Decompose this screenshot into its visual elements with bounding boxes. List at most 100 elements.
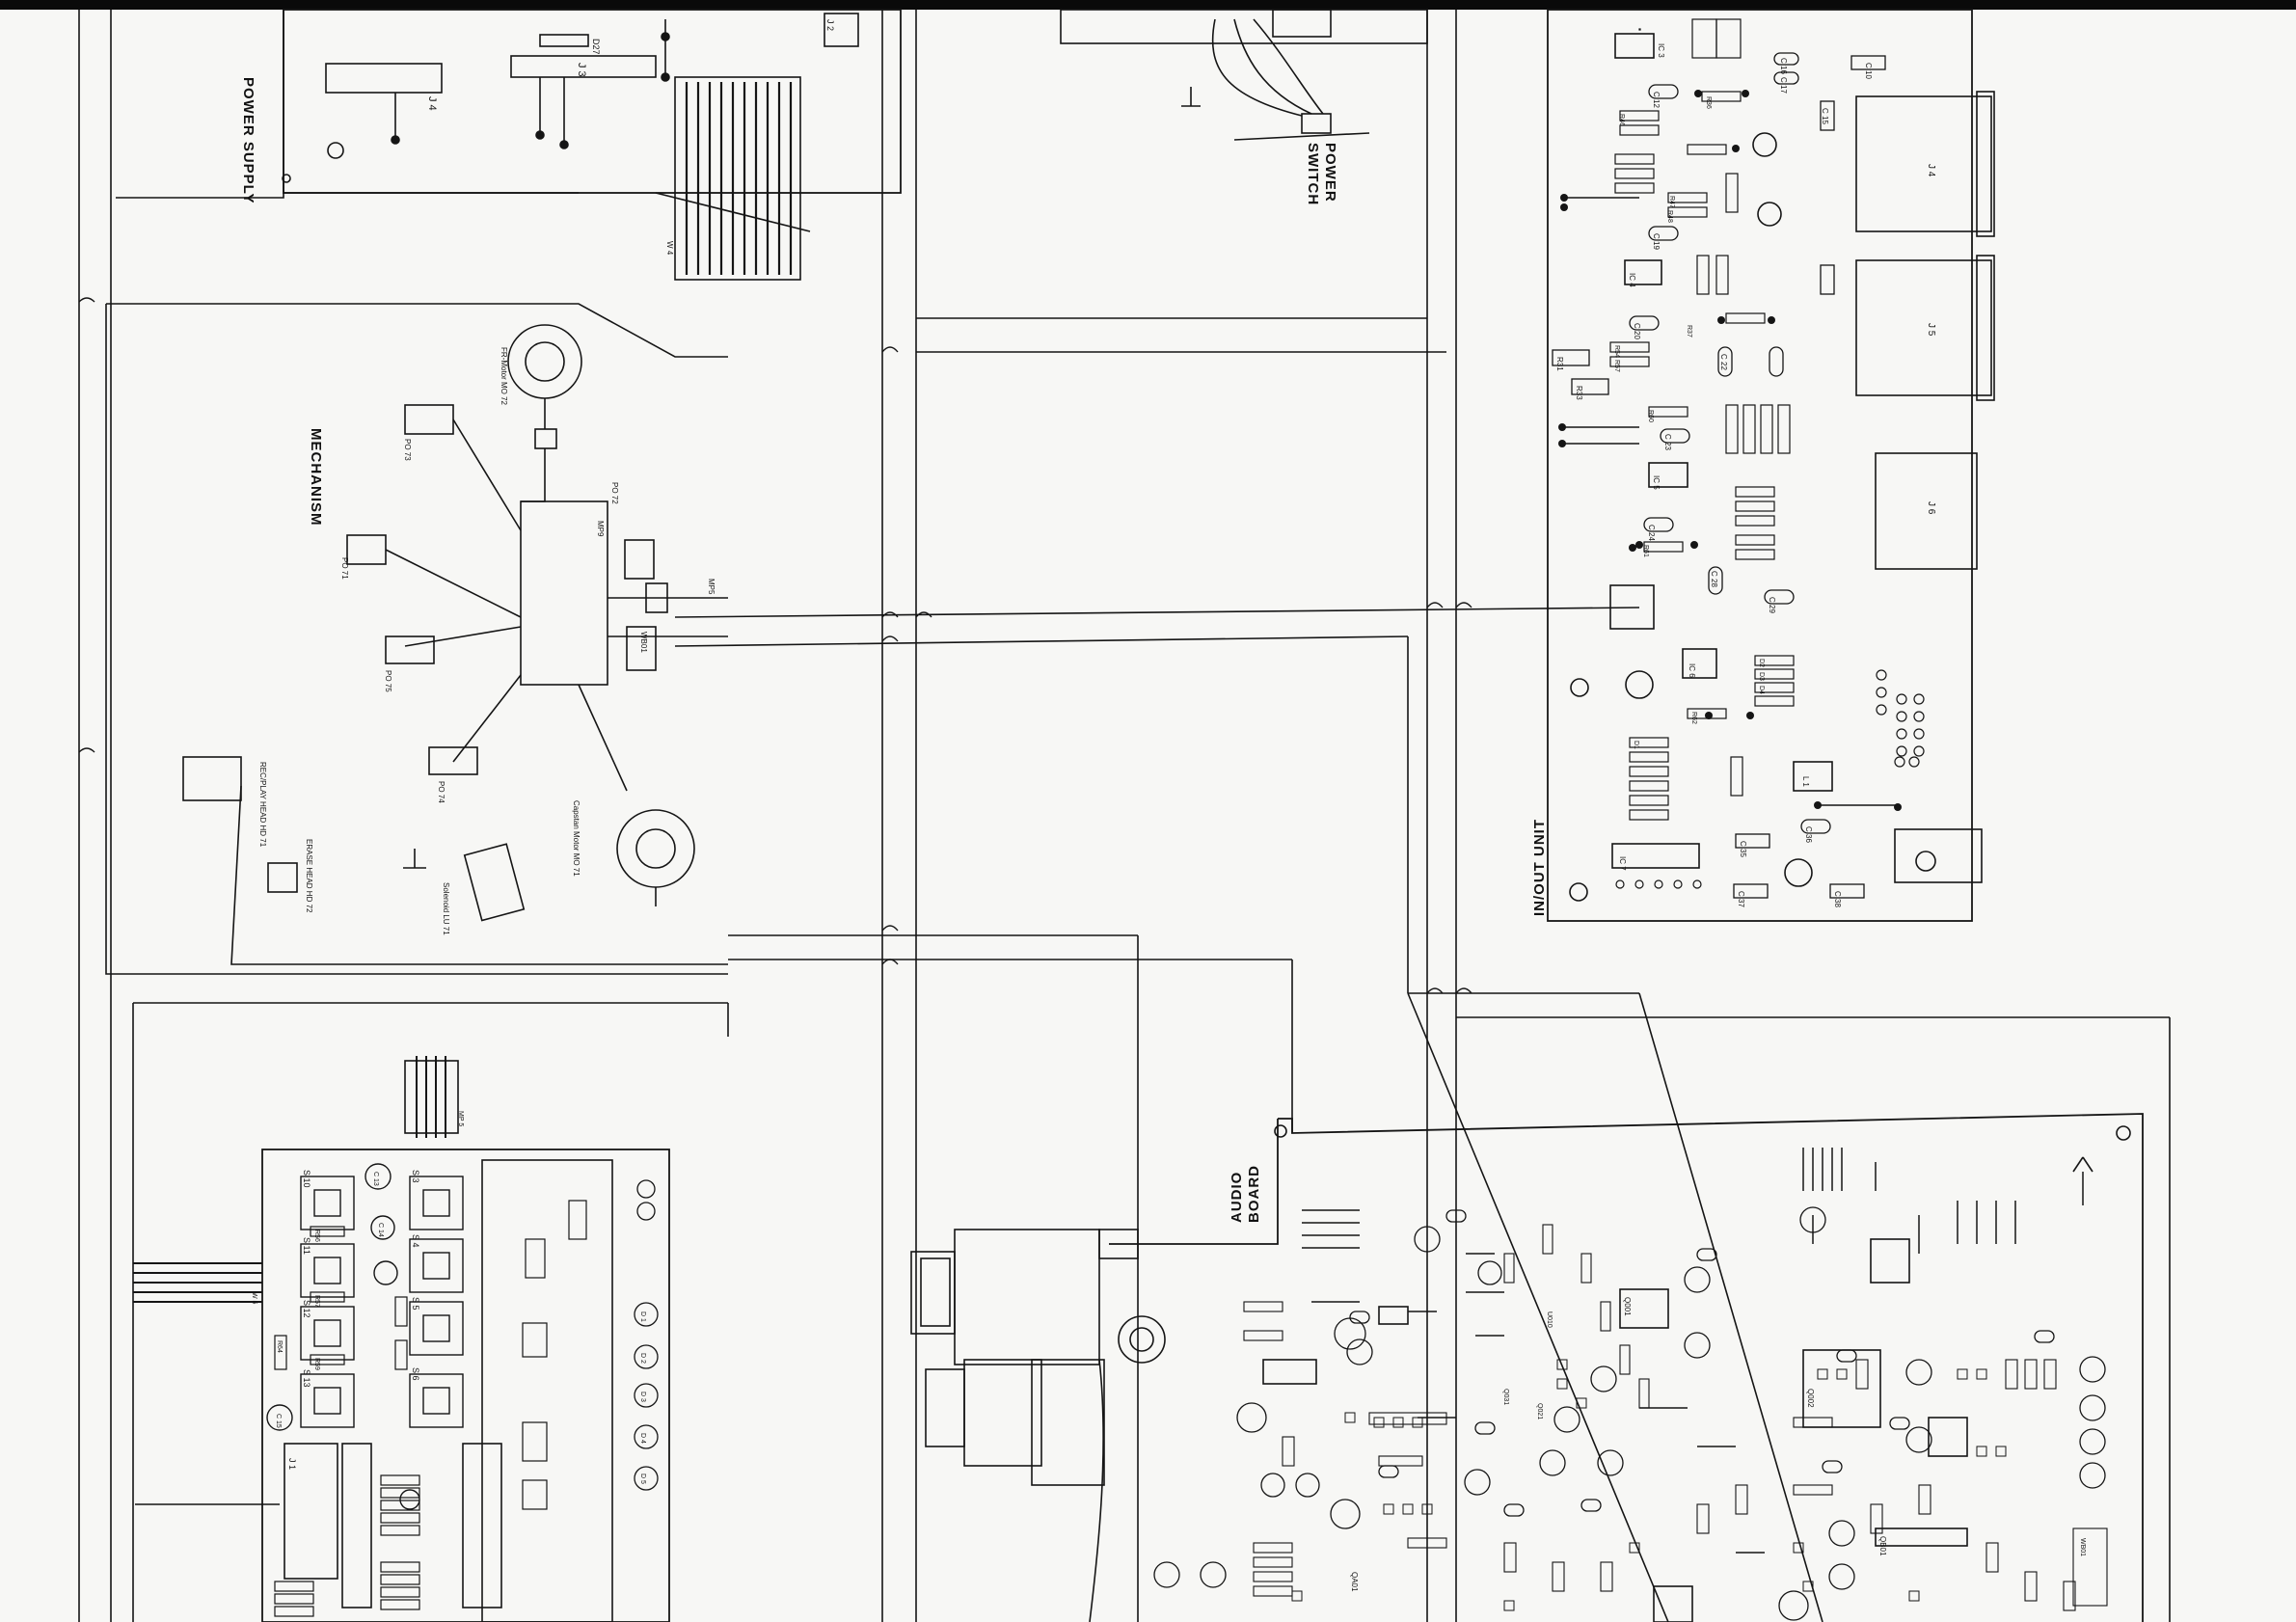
inout-ref-label: R61 [1642, 545, 1649, 557]
inout-ref-label: R33 [1575, 386, 1583, 400]
front-panel-ref-label: C 15 [275, 1414, 282, 1428]
inout-ref-label: IC 5 [1652, 475, 1661, 490]
audio-board [910, 1113, 2144, 1622]
inout-ref-label: C 23 [1663, 434, 1672, 450]
mechanism-ref-label: Solenoid LU 71 [442, 882, 450, 935]
inout-ref-label: R37 [1686, 325, 1692, 338]
mechanism-ref-label: PO 72 [610, 482, 619, 504]
inout-ref-label: R62 [1690, 712, 1697, 724]
front-panel-ref-label: D 5 [639, 1473, 646, 1484]
audio-board-label: AUDIO BOARD [1229, 1165, 1262, 1223]
inout-ref-label: J 6 [1926, 501, 1936, 515]
inout-ref-label: IC 7 [1618, 856, 1627, 871]
front-panel-ref-label: S 6 [411, 1367, 420, 1381]
power-supply-label: POWER SUPPLY [240, 77, 257, 204]
audio-board-ref-label: U010 [1546, 1311, 1553, 1328]
inout-ref-label: C 15 [1821, 108, 1829, 124]
inout-ref-label: R48 [1666, 210, 1673, 223]
wiring-buses [78, 10, 2171, 1622]
inout-ref-label: C 36 [1804, 826, 1813, 843]
top-border-bar [0, 0, 2296, 10]
inout-ref-label: R46 [1618, 114, 1625, 126]
mechanism-ref-label: PO 75 [384, 670, 392, 692]
front-panel-ref-label: D 3 [639, 1392, 646, 1402]
audio-board-ref-label: QB01 [1878, 1536, 1887, 1556]
front-panel-ref-label: S 13 [302, 1369, 311, 1388]
mechanism-ref-label: Capstan Motor MO 71 [572, 800, 581, 877]
inout-ref-label: C 38 [1833, 891, 1842, 907]
inout-ref-label: IC 6 [1688, 663, 1696, 678]
mechanism-ref-label: ERASE HEAD HD 72 [305, 839, 313, 913]
front-panel-ref-label: C 13 [372, 1172, 379, 1186]
front-panel-ref-label: R57 [313, 1295, 320, 1308]
inout-ref-label: IC 4 [1628, 273, 1636, 287]
inout-ref-label: D4 [1758, 686, 1765, 694]
inout-ref-label: C 24 [1647, 525, 1656, 541]
inout-ref-label: J 5 [1926, 323, 1936, 337]
front-panel-ref-label: R64 [276, 1340, 283, 1353]
inout-ref-label: R31 [1555, 357, 1564, 371]
mechanism-label: MECHANISM [308, 428, 324, 527]
front-panel-ref-label: J 1 [287, 1458, 297, 1470]
front-panel-board [133, 1056, 670, 1622]
inout-ref-label: L 1 [1801, 776, 1810, 787]
inout-ref-label: C 20 [1633, 323, 1641, 339]
audio-board-ref-label: Q002 [1806, 1389, 1815, 1408]
power-supply-ref-label: W 4 [665, 241, 674, 256]
inout-ref-label: R47 [1668, 196, 1675, 208]
front-panel-ref-label: W 5 [251, 1292, 257, 1305]
inout-ref-label: IC 3 [1657, 43, 1665, 58]
front-panel-ref-label: S 4 [411, 1234, 420, 1248]
mechanism-ref-label: FR-Motor MO 72 [500, 347, 508, 406]
mechanism-ref-label: MP9 [596, 521, 605, 537]
power-supply-ref-label: D27 [591, 39, 601, 55]
inout-ref-label: R54 [1613, 345, 1620, 358]
inout-ref-label: R60 [1647, 410, 1654, 422]
inout-ref-label: D1 [1633, 741, 1639, 749]
front-panel-ref-label: S 11 [302, 1237, 311, 1255]
inout-ref-label: R57 [1613, 360, 1620, 372]
inout-ref-label: C 22 [1719, 354, 1728, 370]
inout-unit-board [1547, 9, 1995, 922]
inout-ref-label: C 37 [1737, 891, 1745, 907]
power-switch-label: POWER SWITCH [1305, 143, 1338, 206]
power-supply-ref-label: J 3 [576, 63, 587, 77]
front-panel-ref-label: S 10 [302, 1170, 311, 1188]
mechanism-ref-label: PO 74 [437, 781, 446, 803]
front-panel-ref-label: R59 [313, 1358, 320, 1370]
mechanism-ref-label: PO 71 [340, 557, 349, 580]
mechanism-ref-label: PO 73 [403, 439, 412, 461]
front-panel-ref-label: D 4 [639, 1433, 646, 1444]
front-panel-ref-label: MP 5 [457, 1111, 464, 1126]
mechanism-ref-label: MP5 [707, 579, 716, 595]
mechanism-section [105, 303, 728, 975]
front-panel-ref-label: C 14 [377, 1223, 384, 1237]
inout-ref-label: C 12 [1652, 92, 1661, 108]
audio-board-ref-label: Q001 [1623, 1297, 1632, 1316]
power-supply-ref-label: J 2 [825, 19, 835, 31]
front-panel-ref-label: S 3 [411, 1170, 420, 1183]
inout-ref-label: D2 [1758, 659, 1765, 667]
inout-unit-label: IN/OUT UNIT [1531, 819, 1548, 916]
inout-ref-label: C 17 [1779, 77, 1788, 94]
front-panel-ref-label: R56 [313, 1230, 320, 1242]
inout-ref-label: C 35 [1739, 841, 1747, 857]
inout-ref-label: C 19 [1652, 233, 1661, 250]
front-panel-ref-label: S 12 [302, 1300, 311, 1318]
inout-ref-label: J 4 [1926, 164, 1936, 177]
mechanism-ref-label: REC/PLAY HEAD HD 71 [258, 762, 267, 848]
power-supply-board [116, 9, 902, 281]
audio-board-ref-label: Q021 [1536, 1403, 1543, 1419]
power-supply-ref-label: J 4 [426, 96, 438, 111]
inout-ref-label: C 29 [1768, 597, 1776, 613]
inout-ref-label: R36 [1705, 96, 1712, 109]
front-panel-ref-label: D 2 [639, 1353, 646, 1364]
front-panel-ref-label: S 5 [411, 1297, 420, 1311]
inout-ref-label: C 16 [1779, 58, 1788, 74]
audio-board-ref-label: Q031 [1502, 1389, 1509, 1405]
inout-ref-label: C 28 [1710, 571, 1718, 587]
mechanism-ref-label: WB01 [639, 632, 648, 653]
power-switch-area [1060, 9, 1428, 141]
audio-board-ref-label: QA01 [1350, 1572, 1359, 1592]
